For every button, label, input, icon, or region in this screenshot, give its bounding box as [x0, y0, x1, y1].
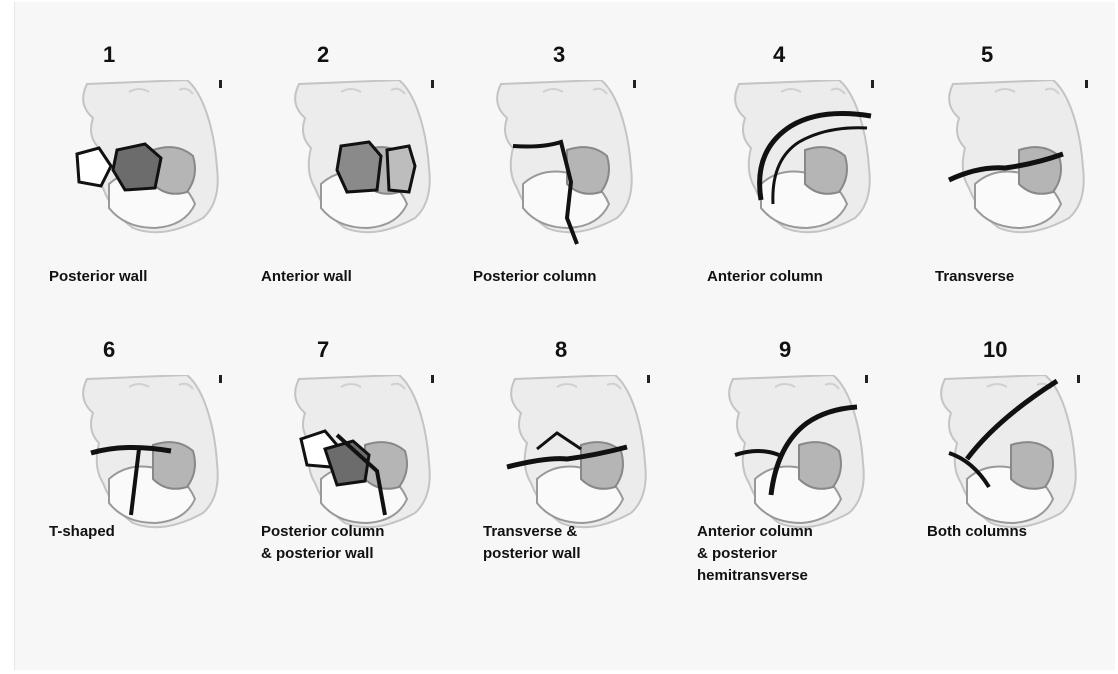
- acetabulum-illustration: [69, 80, 229, 250]
- displaced-fragment: [387, 146, 415, 192]
- type-label: Posterior column & posterior wall: [261, 521, 461, 565]
- type-label: Anterior wall: [261, 266, 461, 288]
- type-number: 6: [103, 337, 303, 363]
- type-number: 5: [981, 42, 1118, 68]
- type-label: Posterior column: [473, 266, 673, 288]
- acetabulum-illustration: [927, 375, 1087, 545]
- acetabulum-illustration: [281, 80, 441, 250]
- type-number: 7: [317, 337, 517, 363]
- type-number: 4: [773, 42, 973, 68]
- type-label: Both columns: [927, 521, 1118, 543]
- type-label: Transverse & posterior wall: [483, 521, 683, 565]
- type-label: Transverse: [935, 266, 1118, 288]
- acetabulum-illustration: [483, 80, 643, 250]
- type-label: Anterior column: [707, 266, 907, 288]
- acetabulum-illustration: [497, 375, 657, 545]
- type-number: 3: [553, 42, 753, 68]
- anterior-wall-fragment: [337, 142, 381, 192]
- acetabulum-illustration: [721, 80, 881, 250]
- type-number: 8: [555, 337, 755, 363]
- acetabulum-illustration: [935, 80, 1095, 250]
- acetabulum-illustration: [69, 375, 229, 545]
- type-label: Posterior wall: [49, 266, 249, 288]
- acetabulum-illustration: [715, 375, 875, 545]
- type-label: Anterior column & posterior hemitransver…: [697, 521, 897, 587]
- type-number: 1: [103, 42, 303, 68]
- type-number: 9: [779, 337, 979, 363]
- type-number: 10: [983, 337, 1118, 363]
- figure-panel: 1 Posterior wall 2 Anterior wall 3 Poste…: [14, 2, 1115, 670]
- posterior-wall-fragment: [113, 144, 161, 190]
- type-number: 2: [317, 42, 517, 68]
- type-label: T-shaped: [49, 521, 249, 543]
- acetabulum-illustration: [281, 375, 441, 545]
